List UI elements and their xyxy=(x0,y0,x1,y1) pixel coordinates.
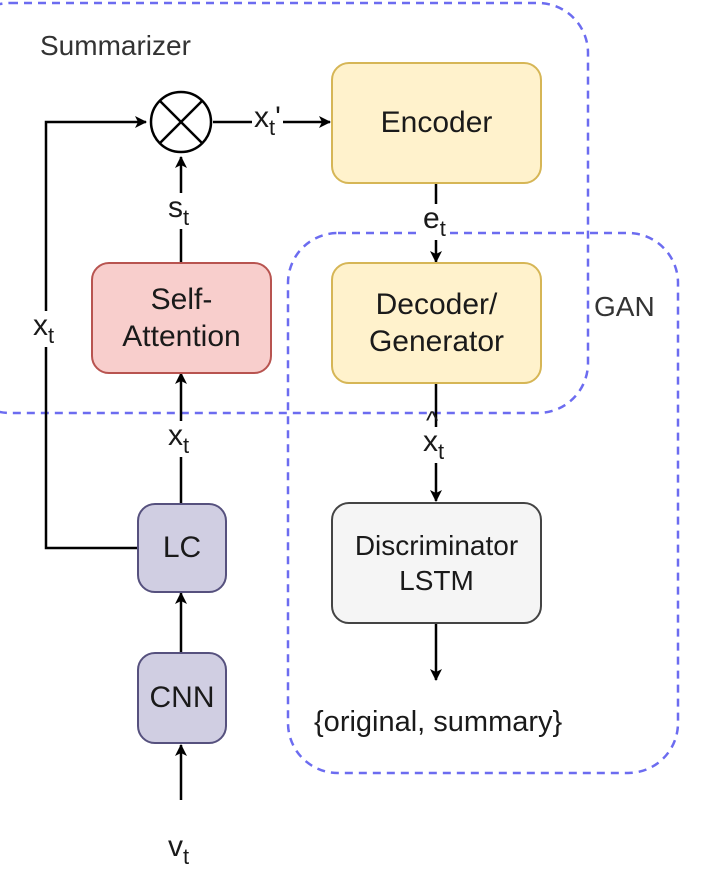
cnn-label: CNN xyxy=(149,681,215,715)
xt-left-label: xt xyxy=(31,309,57,348)
xt-hat-label: xt xyxy=(421,407,447,463)
gan-title: GAN xyxy=(594,291,655,322)
st-label: st xyxy=(166,191,192,230)
discriminator-label: Discriminator LSTM xyxy=(354,530,519,596)
gan-group xyxy=(286,231,680,775)
self-attention-node: Self- Attention xyxy=(91,262,272,374)
multiply-operator-icon xyxy=(149,90,213,154)
summarizer-group xyxy=(0,1,590,415)
encoder-node: Encoder xyxy=(331,62,542,184)
output-label: {original, summary} xyxy=(312,706,565,738)
decoder-label: Decoder/ Generator xyxy=(368,287,505,359)
discriminator-node: Discriminator LSTM xyxy=(331,502,542,624)
vt-label: vt xyxy=(166,830,192,869)
encoder-label: Encoder xyxy=(380,106,493,140)
decoder-generator-node: Decoder/ Generator xyxy=(331,262,542,384)
cnn-node: CNN xyxy=(137,652,227,744)
summarizer-title: Summarizer xyxy=(40,30,191,61)
self-attention-label: Self- Attention xyxy=(122,282,241,354)
et-label: et xyxy=(421,202,448,241)
xt-prime-label: xt' xyxy=(252,101,283,140)
lc-node: LC xyxy=(137,503,227,593)
xt-mid-label: xt xyxy=(166,419,192,458)
lc-label: LC xyxy=(162,531,202,565)
